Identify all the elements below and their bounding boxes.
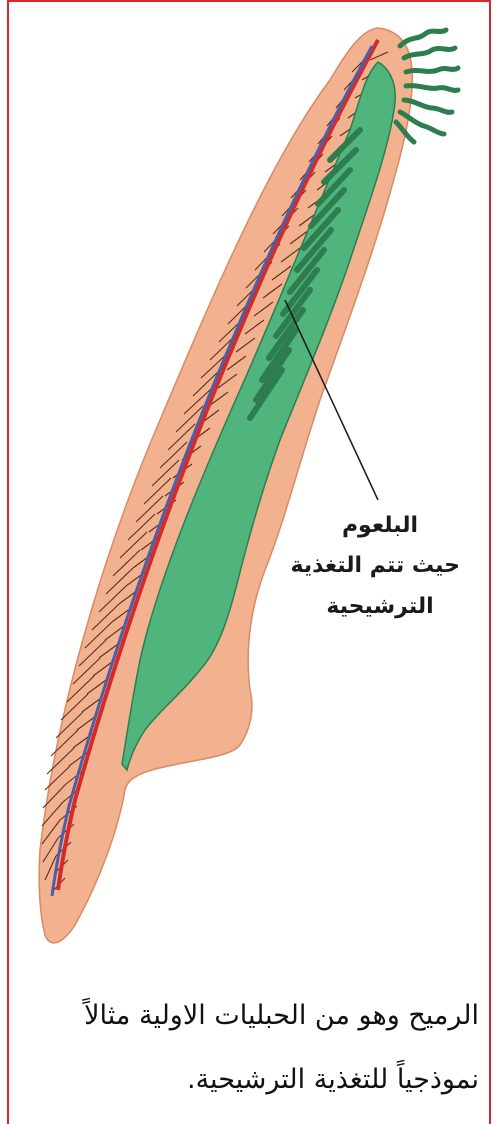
lancelet-illustration bbox=[0, 0, 497, 960]
caption-line-2: نموذجياً للتغذية الترشيحية. bbox=[19, 1064, 479, 1095]
caption-line-1: الرميح وهو من الحبليات الاولية مثالاً bbox=[19, 1000, 479, 1031]
pharynx-label-line-2: حيث تتم التغذية bbox=[300, 546, 460, 586]
pharynx-label-line-3: الترشيحية bbox=[305, 587, 455, 627]
pharynx-label-line-1: البلعوم bbox=[310, 506, 450, 546]
